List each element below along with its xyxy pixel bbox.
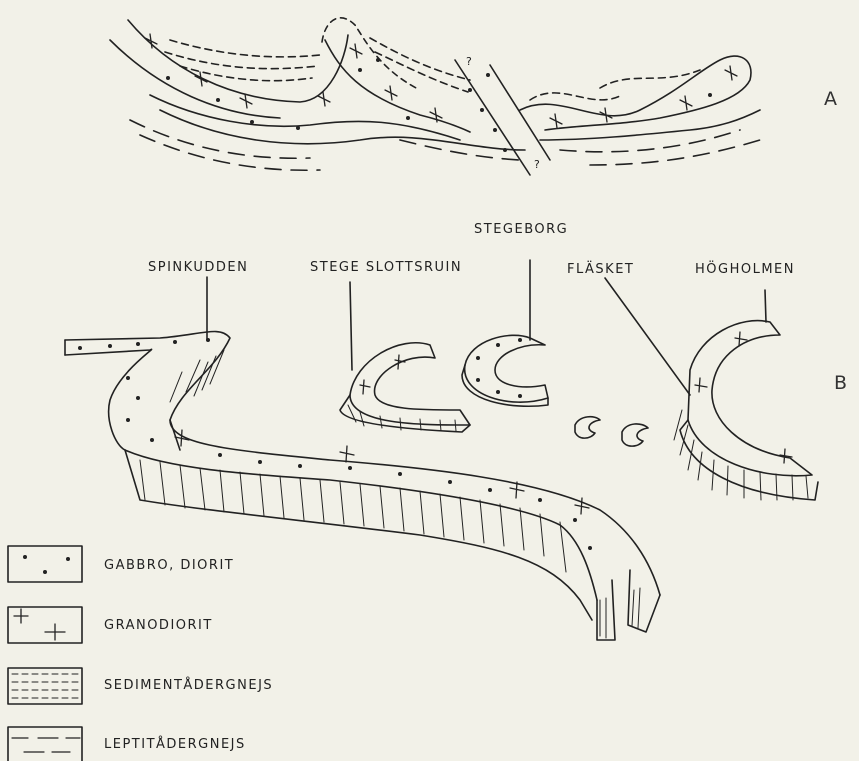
profile-a xyxy=(110,18,760,175)
label-hogholmen: HÖGHOLMEN xyxy=(695,262,795,277)
legend-label-granodiorit: GRANODIORIT xyxy=(104,618,213,633)
question-mark-bottom: ? xyxy=(534,158,540,171)
legend-symbols xyxy=(8,546,82,761)
legend-label-sediment: SEDIMENTÅDERGNEJS xyxy=(104,678,273,693)
section-label-b: B xyxy=(834,372,847,394)
label-spinkudden: SPINKUDDEN xyxy=(148,260,248,275)
section-label-a: A xyxy=(824,88,837,110)
block-b xyxy=(65,260,818,640)
legend-label-gabbro: GABBRO, DIORIT xyxy=(104,558,234,573)
label-stegeborg: STEGEBORG xyxy=(474,222,568,237)
label-flasket: FLÄSKET xyxy=(567,262,634,277)
legend-label-leptit: LEPTITÅDERGNEJS xyxy=(104,737,246,752)
label-stege-slottsruin: STEGE SLOTTSRUIN xyxy=(310,260,462,275)
question-mark-top: ? xyxy=(466,55,472,68)
